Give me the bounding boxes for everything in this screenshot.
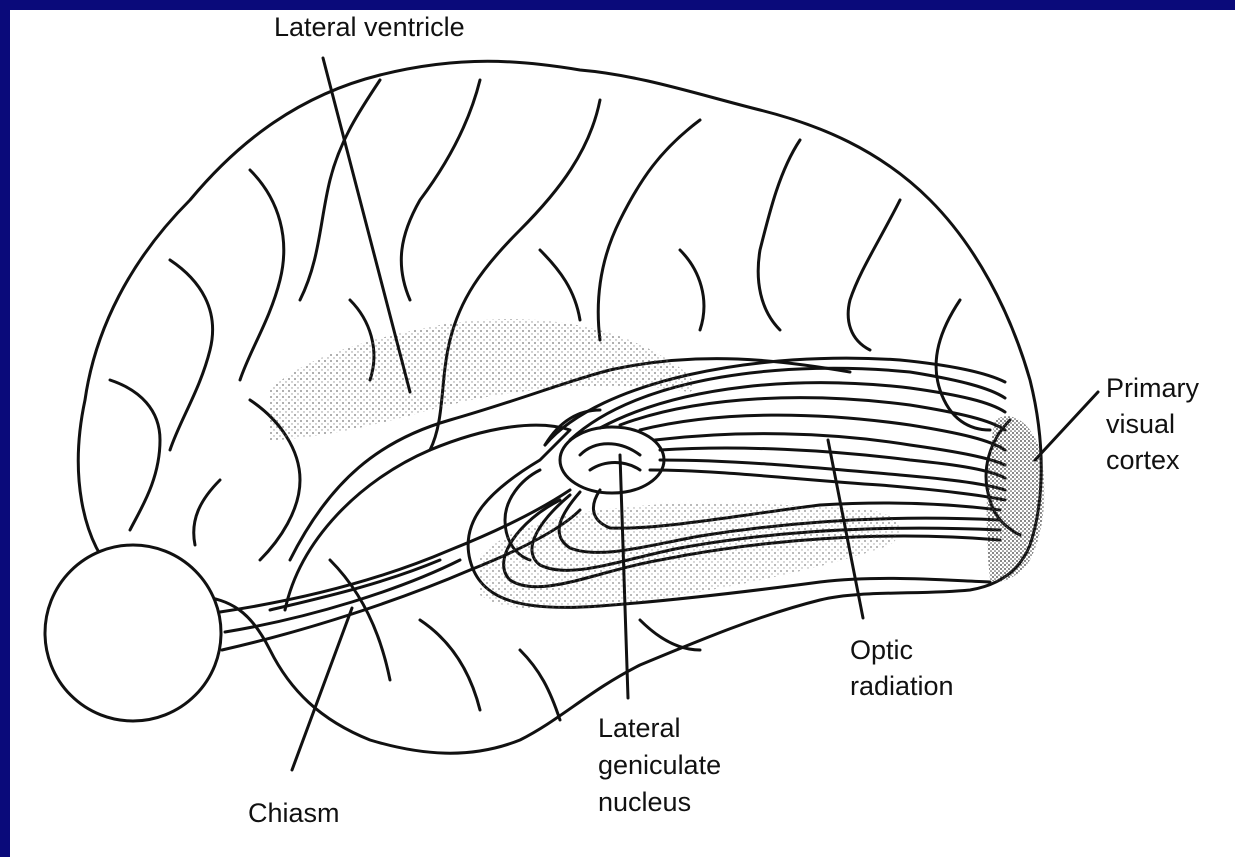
label-primary-visual-cortex: Primary visual cortex: [1106, 370, 1199, 478]
label-lateral-line: Lateral: [598, 710, 721, 747]
leader-chiasm: [292, 608, 352, 770]
label-nucleus-line: nucleus: [598, 784, 721, 821]
label-chiasm: Chiasm: [248, 798, 340, 829]
label-radiation-line: radiation: [850, 668, 954, 704]
eyeball: [45, 545, 221, 721]
label-optic-radiation: Optic radiation: [850, 632, 954, 704]
primary-visual-cortex-region: [987, 416, 1045, 581]
label-primary-line: Primary: [1106, 370, 1199, 406]
label-cortex-line: cortex: [1106, 442, 1199, 478]
label-optic-line: Optic: [850, 632, 954, 668]
diagram-frame: Lateral ventricle Primary visual cortex …: [10, 10, 1235, 857]
leader-lateral-ventricle: [323, 58, 410, 392]
leader-primary-visual-cortex: [1035, 392, 1098, 460]
precentral-sulcus: [401, 80, 480, 300]
temporal-horn-region: [480, 503, 900, 609]
slide-border-top: [0, 0, 1235, 10]
label-lateral-ventricle: Lateral ventricle: [274, 12, 465, 43]
label-geniculate-line: geniculate: [598, 747, 721, 784]
label-visual-line: visual: [1106, 406, 1199, 442]
slide-border-left: [0, 0, 10, 857]
label-lateral-geniculate-nucleus: Lateral geniculate nucleus: [598, 710, 721, 821]
